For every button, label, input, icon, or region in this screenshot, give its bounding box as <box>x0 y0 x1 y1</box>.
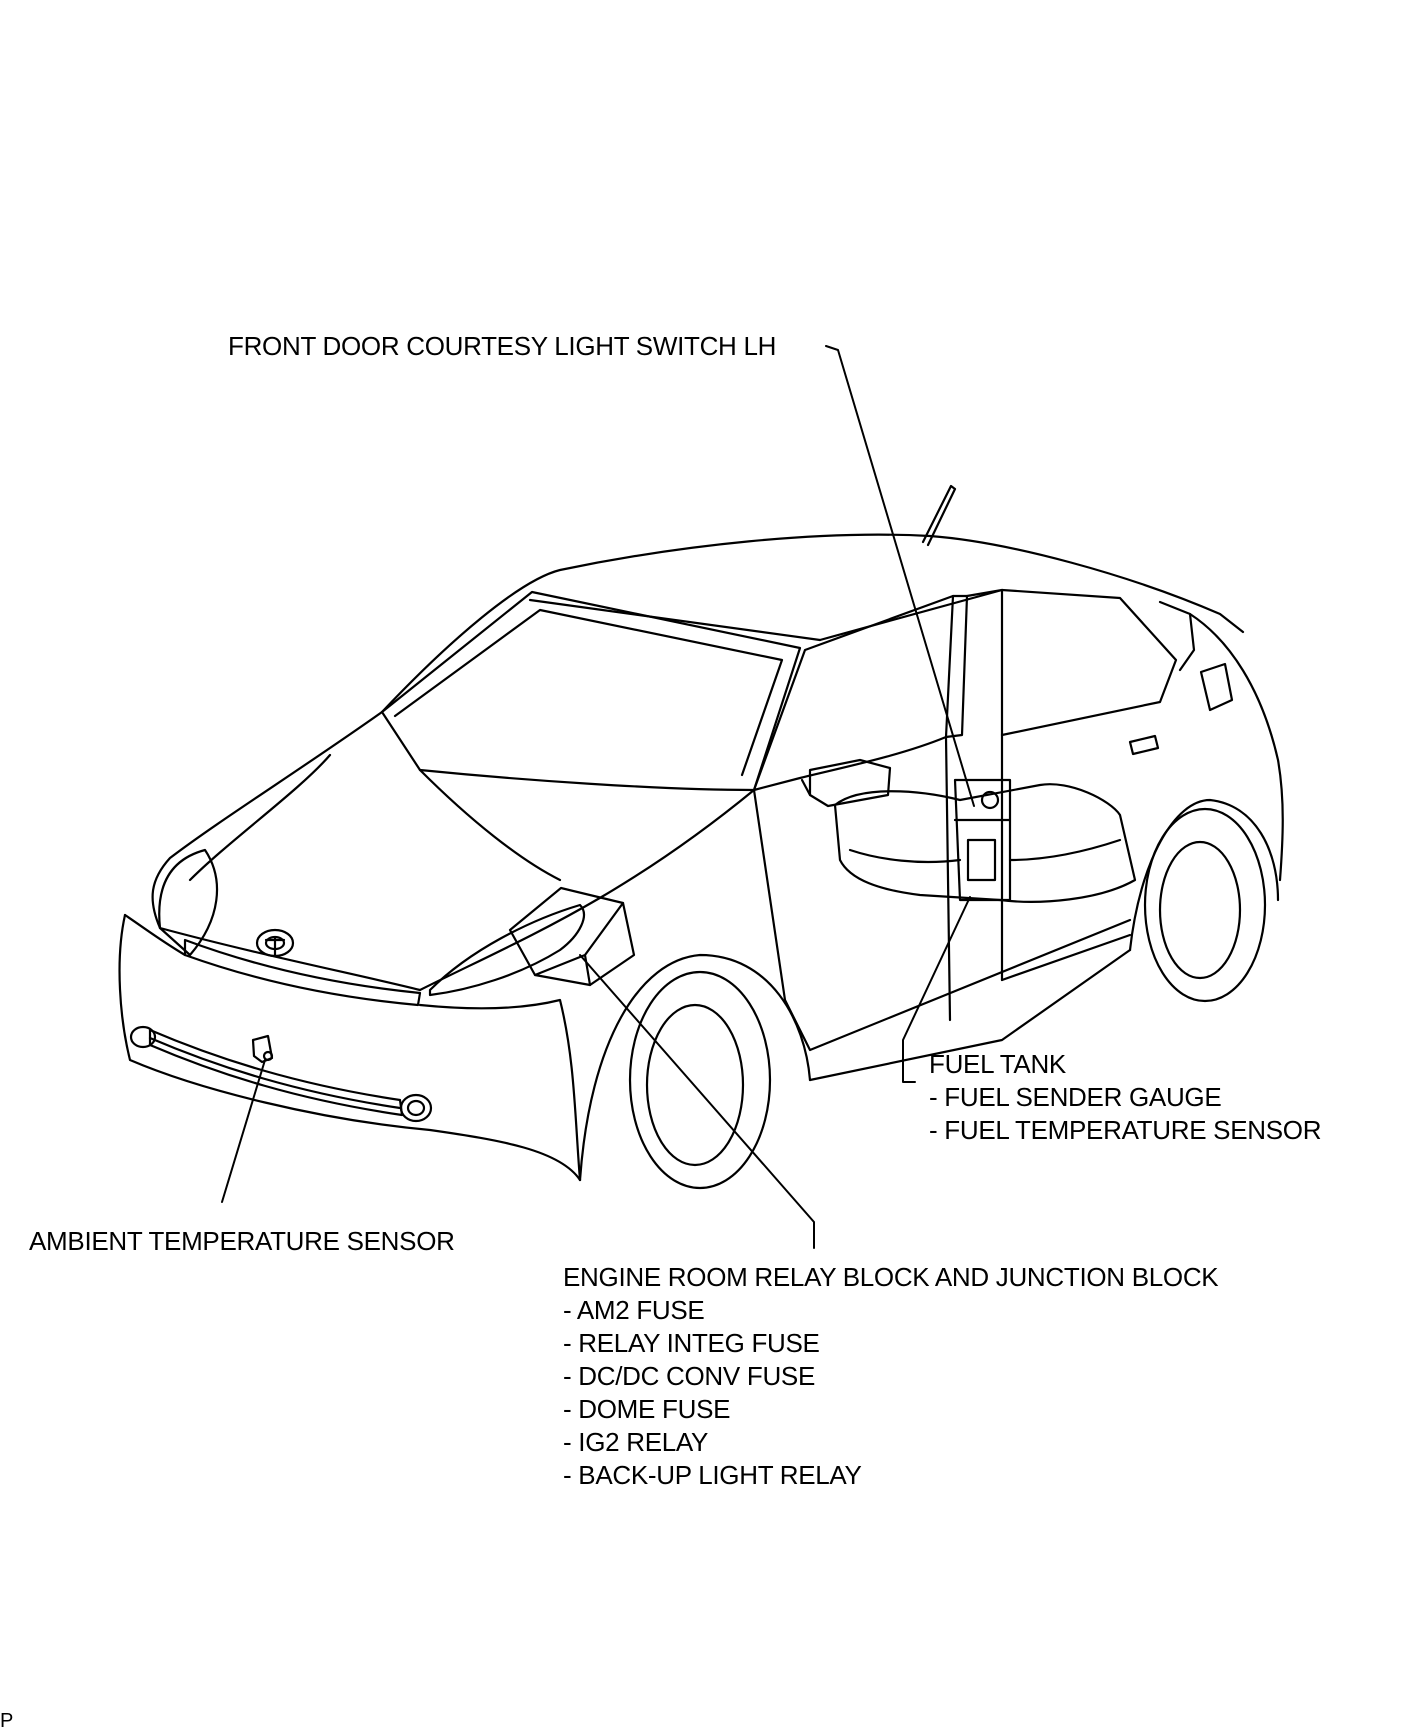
label-fuel-sender-gauge: - FUEL SENDER GAUGE <box>929 1082 1222 1112</box>
label-ambient-temperature-sensor: AMBIENT TEMPERATURE SENSOR <box>29 1226 455 1256</box>
fog-lamp-left <box>129 1025 157 1049</box>
label-relay-integ-fuse: - RELAY INTEG FUSE <box>563 1328 820 1358</box>
fuel-tank <box>833 783 1137 903</box>
ambient-sensor <box>251 1034 274 1064</box>
headlamp-left <box>158 848 219 957</box>
front-wheel-arch <box>578 953 812 1182</box>
roof-inner-line <box>528 598 822 642</box>
leader-door <box>825 345 975 807</box>
corner-mark: P <box>0 1710 14 1732</box>
leader-fuel <box>902 896 971 1083</box>
label-dome-fuse: - DOME FUSE <box>563 1394 731 1424</box>
headlamp-right <box>428 903 586 997</box>
rear-light <box>1199 662 1234 712</box>
label-dcdc-conv-fuse: - DC/DC CONV FUSE <box>563 1361 816 1391</box>
antenna <box>921 484 957 547</box>
rear-door-window <box>1000 588 1178 737</box>
label-fuel-tank: FUEL TANK <box>929 1049 1066 1079</box>
label-engine-room-group: ENGINE ROOM RELAY BLOCK AND JUNCTION BLO… <box>563 1261 1219 1492</box>
front-door-window <box>752 594 955 792</box>
front-bumper <box>118 913 582 1182</box>
leader-ambient <box>221 1059 266 1203</box>
rear-wheel <box>1143 807 1267 1003</box>
hood <box>151 710 384 930</box>
front-wheel <box>628 970 772 1190</box>
label-am2-fuse: - AM2 FUSE <box>563 1295 705 1325</box>
label-ig2-relay: - IG2 RELAY <box>563 1427 709 1457</box>
door-handle <box>1128 734 1160 756</box>
label-fuel-tank-group: FUEL TANK - FUEL SENDER GAUGE - FUEL TEM… <box>929 1048 1321 1147</box>
leader-engine <box>579 954 815 1249</box>
rear-quarter-window <box>1158 600 1196 672</box>
car-roof <box>380 533 1245 714</box>
fuel-sender <box>953 778 1012 902</box>
windshield <box>380 590 802 792</box>
label-fuel-temperature-sensor: - FUEL TEMPERATURE SENSOR <box>929 1115 1322 1145</box>
label-engine-room-relay-block: ENGINE ROOM RELAY BLOCK AND JUNCTION BLO… <box>563 1262 1219 1292</box>
rear-wheel-arch <box>1128 798 1280 952</box>
grille <box>183 938 422 1007</box>
label-front-door-courtesy-light-switch: FRONT DOOR COURTESY LIGHT SWITCH LH <box>228 331 777 361</box>
label-backup-light-relay: - BACK-UP LIGHT RELAY <box>563 1460 862 1490</box>
fog-lamp-right <box>399 1093 433 1123</box>
body-side <box>752 788 1132 1082</box>
